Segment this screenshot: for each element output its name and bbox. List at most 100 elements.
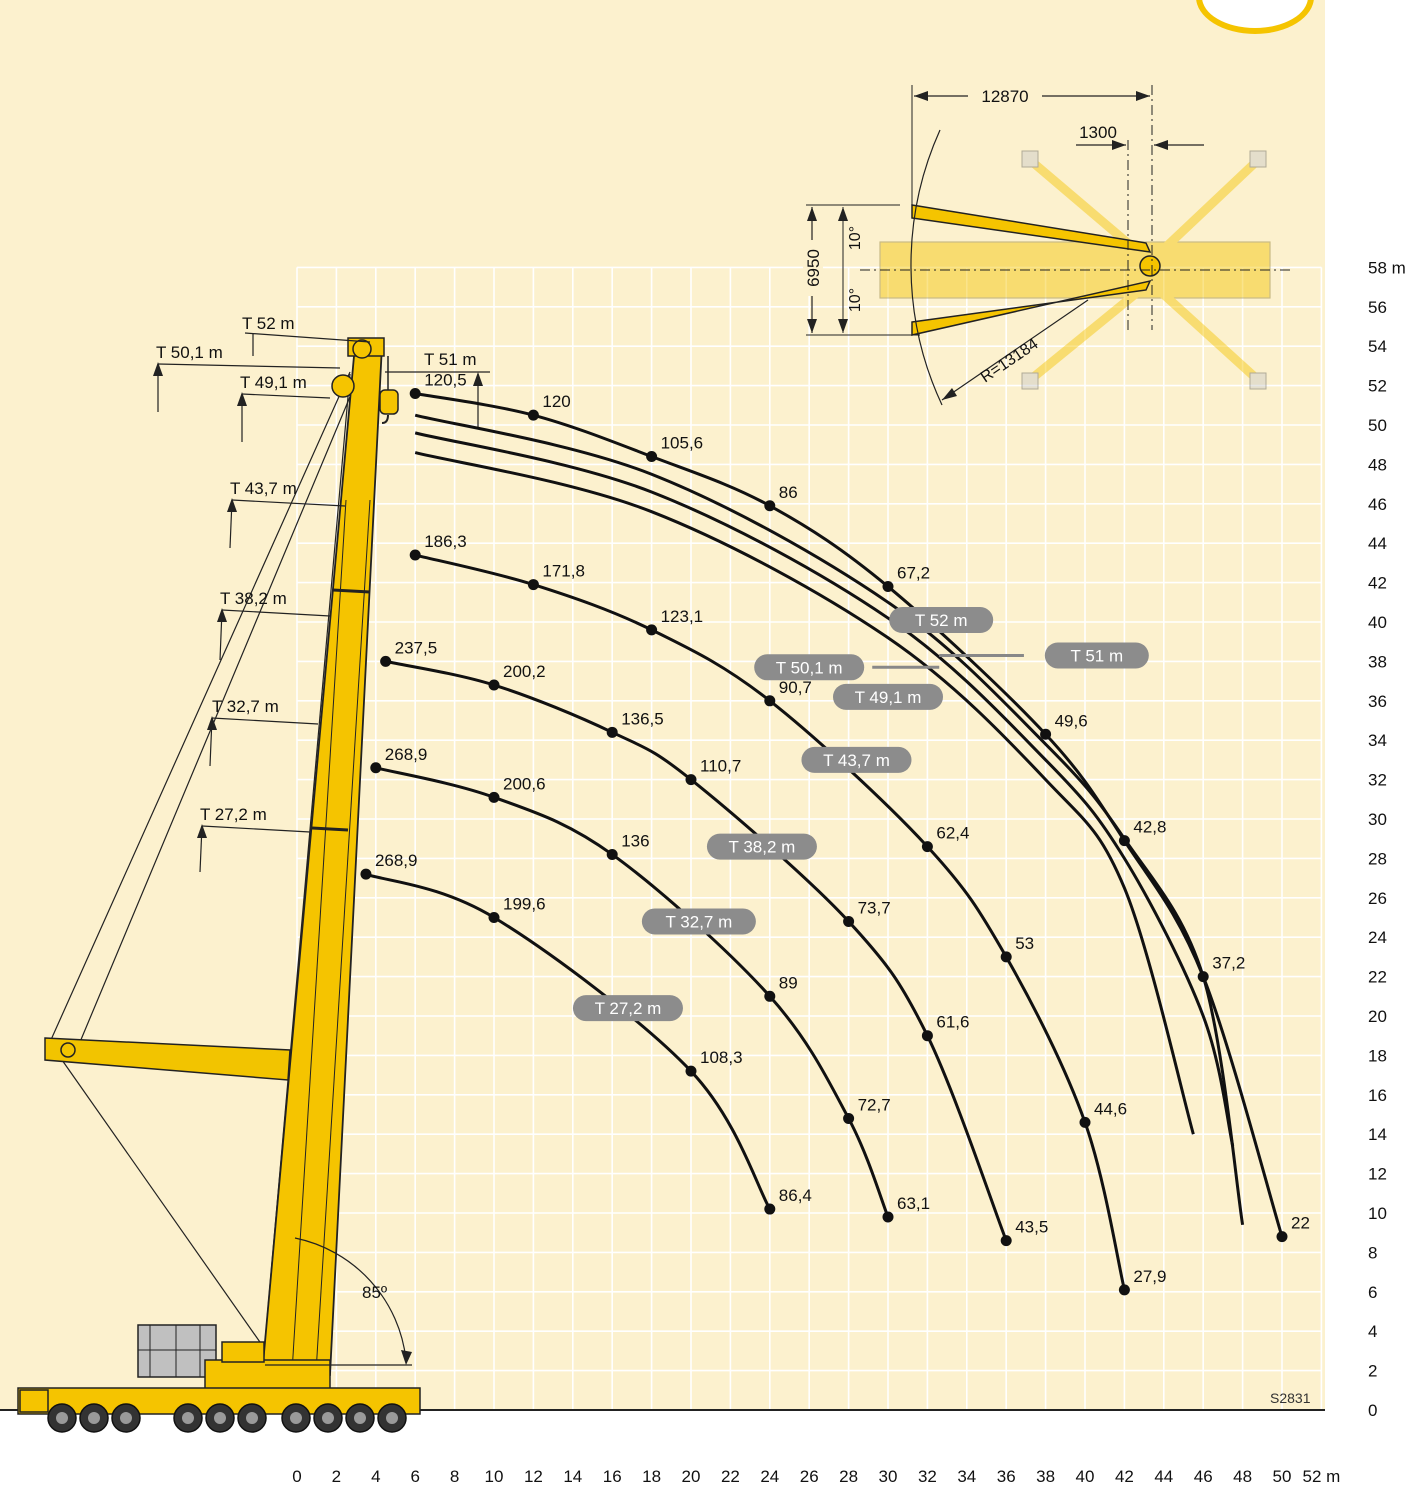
tower-length-pill-label: T 51 m — [1071, 646, 1124, 665]
y-tick-label: 30 — [1368, 810, 1387, 829]
load-value-label: 43,5 — [1015, 1218, 1048, 1237]
load-value-label: 62,4 — [936, 824, 969, 843]
y-tick-label: 50 — [1368, 416, 1387, 435]
y-tick-label: 48 — [1368, 455, 1387, 474]
crane-illustration: 85º — [17, 337, 421, 1433]
y-tick-label: 32 — [1368, 771, 1387, 790]
y-tick-label: 6 — [1368, 1283, 1377, 1302]
load-point — [764, 695, 776, 707]
y-tick-label: 38 — [1368, 652, 1387, 671]
load-point — [843, 1112, 855, 1124]
wheel-hub — [56, 1412, 68, 1424]
x-tick-label: 42 — [1115, 1467, 1134, 1486]
load-value-label: 136 — [621, 831, 649, 850]
load-point — [606, 726, 618, 738]
load-value-label: 86 — [779, 483, 798, 502]
load-value-label: 61,6 — [936, 1013, 969, 1032]
load-value-label: 37,2 — [1212, 954, 1245, 973]
load-value-label: 123,1 — [661, 607, 704, 626]
y-tick-label: 54 — [1368, 337, 1387, 356]
load-point — [882, 581, 894, 593]
y-tick-label: 56 — [1368, 298, 1387, 317]
tower-length-pill — [1044, 642, 1149, 669]
load-point — [843, 915, 855, 927]
wheel-hub — [182, 1412, 194, 1424]
load-value-label: 42,8 — [1133, 818, 1166, 837]
outrigger-lower — [911, 279, 1152, 336]
load-point — [764, 1203, 776, 1215]
load-value-label: 200,6 — [503, 774, 546, 793]
load-value-label: 105,6 — [661, 434, 704, 453]
wheel-hub — [290, 1412, 302, 1424]
load-point — [1276, 1231, 1288, 1243]
x-tick-label: 20 — [682, 1467, 701, 1486]
y-tick-label: 44 — [1368, 534, 1387, 553]
load-point — [488, 912, 500, 923]
load-value-label: 120,5 — [424, 370, 467, 389]
y-tick-label: 46 — [1368, 495, 1387, 514]
wheel-hub — [120, 1412, 132, 1424]
x-tick-label: 32 — [918, 1467, 937, 1486]
y-tick-label: 4 — [1368, 1322, 1377, 1341]
x-tick-label: 36 — [997, 1467, 1016, 1486]
x-tick-label: 40 — [1076, 1467, 1095, 1486]
y-tick-label: 24 — [1368, 928, 1387, 947]
load-value-label: 136,5 — [621, 709, 664, 728]
wheel-hub — [246, 1412, 258, 1424]
wheels — [47, 1403, 407, 1433]
load-curve — [414, 553, 1126, 1291]
tower-length-pill — [801, 746, 912, 773]
y-tick-label: 28 — [1368, 849, 1387, 868]
load-point — [527, 579, 539, 591]
tower-length-pill — [706, 833, 817, 860]
wheel-hub — [354, 1412, 366, 1424]
y-tick-label: 36 — [1368, 692, 1387, 711]
offset-dimension: 1300 — [1079, 123, 1117, 142]
load-value-label: 67,2 — [897, 564, 930, 583]
y-tick-label: 58 m — [1368, 258, 1406, 277]
marker-t43-7: T 43,7 m — [230, 479, 297, 498]
load-point — [764, 500, 776, 512]
y-tick-label: 10 — [1368, 1204, 1387, 1223]
load-value-label: 237,5 — [395, 638, 438, 657]
x-tick-label: 4 — [371, 1467, 380, 1486]
load-value-label: 27,9 — [1133, 1267, 1166, 1286]
y-tick-label: 20 — [1368, 1007, 1387, 1026]
load-value-label: 86,4 — [779, 1186, 812, 1205]
load-curve — [414, 451, 1195, 1135]
marker-t51: T 51 m — [424, 350, 477, 369]
load-value-label: 268,9 — [375, 851, 418, 870]
x-tick-label: 52 m — [1303, 1467, 1341, 1486]
load-point — [1040, 728, 1052, 740]
x-tick-label: 2 — [332, 1467, 341, 1486]
telescopic-boom — [261, 344, 383, 1376]
x-tick-label: 38 — [1036, 1467, 1055, 1486]
y-tick-label: 8 — [1368, 1243, 1377, 1262]
hook-block — [379, 389, 399, 415]
x-tick-label: 34 — [957, 1467, 976, 1486]
tower-length-pill-label: T 49,1 m — [855, 688, 922, 707]
marker-t49-1: T 49,1 m — [240, 373, 307, 392]
x-tick-label: 44 — [1154, 1467, 1173, 1486]
length-dimension: 12870 — [981, 87, 1028, 106]
load-curve — [385, 659, 1008, 1242]
x-tick-label: 10 — [485, 1467, 504, 1486]
tower-length-pill-label: T 38,2 m — [729, 838, 796, 857]
load-value-label: 171,8 — [542, 562, 585, 581]
load-value-label: 73,7 — [858, 898, 891, 917]
load-value-label: 72,7 — [858, 1095, 891, 1114]
load-point — [606, 848, 618, 860]
y-tick-label: 22 — [1368, 968, 1387, 987]
x-tick-label: 0 — [292, 1467, 301, 1486]
load-curve — [414, 431, 1235, 1147]
counterweight — [137, 1324, 217, 1378]
y-tick-label: 14 — [1368, 1125, 1387, 1144]
x-tick-label: 24 — [760, 1467, 779, 1486]
tower-length-pills: T 52 mT 51 mT 50,1 mT 49,1 mT 43,7 mT 38… — [572, 607, 1149, 1022]
wheel-hub — [88, 1412, 100, 1424]
load-point — [764, 990, 776, 1002]
tower-length-pill — [889, 607, 994, 634]
load-value-label: 186,3 — [424, 532, 467, 551]
luffing-angle-label: 85º — [362, 1283, 387, 1302]
